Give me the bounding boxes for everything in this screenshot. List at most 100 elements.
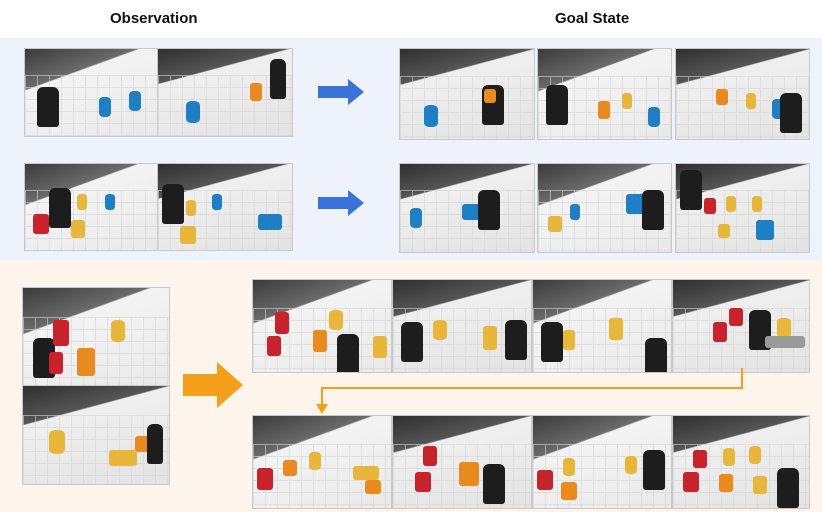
robot-hand [337,334,359,372]
yellow-cylinder [622,93,632,109]
goal-image [392,415,532,509]
observation-image [157,48,293,137]
yellow-cylinder [309,452,321,470]
robot-hand [401,322,423,362]
header-bar: Observation Goal State [0,0,822,39]
robot-hand [147,424,163,464]
yellow-cylinder [186,200,196,216]
red-block [49,352,63,374]
blue-block [462,204,480,220]
yellow-cylinder [77,194,87,210]
orange-block [561,482,577,500]
yellow-block [109,450,137,466]
yellow-block [353,466,379,480]
goal-image [672,279,810,373]
blue-block [258,214,282,230]
orange-block [484,89,496,103]
yellow-cylinder [752,196,762,212]
yellow-block [609,318,623,340]
blue-cylinder [99,97,111,117]
red-block [267,336,281,356]
yellow-cylinder [726,196,736,212]
robot-hand [680,170,702,210]
yellow-cylinder [746,93,756,109]
goal-image [392,279,532,373]
robot-hand [162,184,184,224]
yellow-cylinder [777,318,791,338]
blue-cylinder [424,105,438,127]
robot-hand [777,468,799,508]
red-block [275,312,289,334]
yellow-block [718,224,730,238]
blue-cylinder [648,107,660,127]
observation-image [24,48,159,137]
yellow-block [180,226,196,244]
observation-image [157,163,293,251]
robot-hand [483,464,505,504]
blue-cylinder [129,91,141,111]
red-block [729,308,743,326]
goal-image [537,163,672,253]
red-block [257,468,273,490]
robot-hand [270,59,286,99]
yellow-cylinder [723,448,735,466]
robot-hand [643,450,665,490]
red-block [423,446,437,466]
goal-image [675,48,810,140]
robot-hand [645,338,667,372]
right-arrow-icon [318,79,364,105]
blue-block [756,220,774,240]
blue-cylinder [212,194,222,210]
orange-block [716,89,728,105]
blue-cylinder [105,194,115,210]
goal-image [399,163,535,253]
yellow-cylinder [749,446,761,464]
orange-block [283,460,297,476]
yellow-cylinder [563,458,575,476]
goal-image [532,415,672,509]
orange-block [313,330,327,352]
goal-image [675,163,810,253]
robot-arm [765,336,805,348]
orange-block [135,436,149,452]
observation-image [22,287,170,387]
down-arrow-icon [316,368,743,414]
goal-image [532,279,672,373]
observation-image [24,163,159,251]
orange-block [250,83,262,101]
yellow-block [548,216,562,232]
goal-state-heading: Goal State [555,10,630,27]
goal-image [399,48,535,140]
blue-cylinder [570,204,580,220]
yellow-cylinder [111,320,125,342]
yellow-block [483,326,497,350]
blue-block [626,194,646,214]
goal-image [252,279,392,373]
red-block [713,322,727,342]
red-block [33,214,49,234]
robot-hand [546,85,568,125]
yellow-cylinder [433,320,447,340]
robot-hand [505,320,527,360]
robot-hand [37,87,59,127]
yellow-block [753,476,767,494]
goal-image [252,415,392,509]
blue-cylinder [410,208,422,228]
orange-block [598,101,610,119]
yellow-cylinder [625,456,637,474]
robot-hand [541,322,563,362]
orange-block [77,348,95,376]
red-block [415,472,431,492]
yellow-cylinder [49,430,65,454]
yellow-cylinder [329,310,343,330]
observation-heading: Observation [110,10,198,27]
right-arrow-icon [183,362,243,408]
red-block [704,198,716,214]
yellow-block [563,330,575,350]
goal-image [537,48,672,140]
yellow-block [373,336,387,358]
robot-hand [478,190,500,230]
robot-hand [49,188,71,228]
red-block [53,320,69,346]
orange-block [719,474,733,492]
